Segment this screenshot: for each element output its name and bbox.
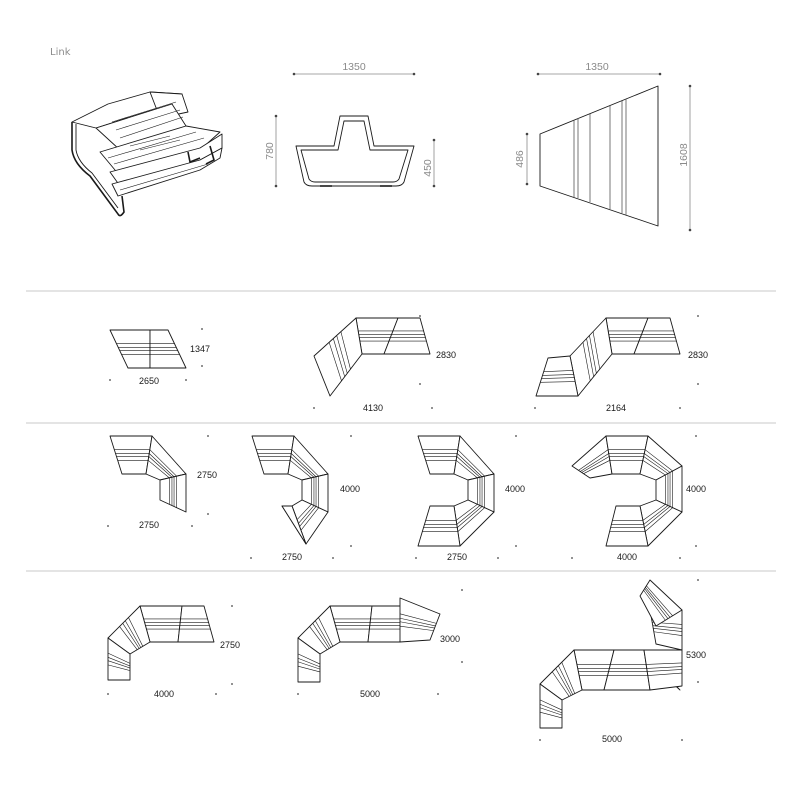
configuration-3: 2830 2164 [534, 315, 708, 413]
product-title: Link [50, 47, 71, 58]
configuration-5-dimension-2: 2750 [282, 552, 302, 562]
configuration-1-dimension-2: 2650 [139, 376, 159, 386]
configuration-2-dimension-2: 4130 [363, 403, 383, 413]
configuration-6: 4000 2750 [415, 435, 525, 562]
configuration-1: 1347 2650 [109, 328, 210, 386]
perspective-view [71, 91, 223, 217]
configuration-2-dimension-1: 2830 [436, 350, 456, 360]
plan-depth-large-label: 1608 [678, 143, 690, 167]
front-elevation: 1350 780 450 [264, 61, 436, 188]
configuration-10-dimension-2: 5000 [602, 734, 622, 744]
plan-depth-small-label: 486 [514, 150, 526, 168]
front-height-label: 780 [264, 142, 276, 160]
plan-view: 1350 486 1608 [514, 61, 692, 232]
configuration-2: 2830 4130 [313, 315, 456, 413]
configuration-9-dimension-1: 3000 [440, 634, 460, 644]
configuration-3-dimension-1: 2830 [688, 350, 708, 360]
configuration-8-dimension-2: 4000 [154, 689, 174, 699]
configuration-9: 3000 5000 [297, 589, 463, 699]
configuration-9-dimension-2: 5000 [360, 689, 380, 699]
configuration-10: 5300 5000 [539, 579, 706, 744]
configuration-4: 2750 2750 [107, 435, 217, 530]
configuration-8-dimension-1: 2750 [220, 640, 240, 650]
configurations: 1347265028304130283021642750275040002750… [107, 315, 708, 744]
configuration-10-dimension-1: 5300 [686, 650, 706, 660]
seat-height-label: 450 [422, 159, 434, 177]
configuration-5: 4000 2750 [250, 435, 360, 562]
configuration-7-dimension-1: 4000 [686, 484, 706, 494]
configuration-7-dimension-2: 4000 [617, 552, 637, 562]
configuration-1-dimension-1: 1347 [190, 344, 210, 354]
plan-width-label: 1350 [585, 61, 609, 73]
configuration-7: 4000 4000 [571, 435, 706, 562]
configuration-4-dimension-1: 2750 [197, 470, 217, 480]
configuration-4-dimension-2: 2750 [139, 520, 159, 530]
configuration-5-dimension-1: 4000 [340, 484, 360, 494]
configuration-6-dimension-2: 2750 [447, 552, 467, 562]
configuration-3-dimension-2: 2164 [606, 403, 626, 413]
configuration-6-dimension-1: 4000 [505, 484, 525, 494]
configuration-8: 2750 4000 [107, 605, 240, 699]
front-width-label: 1350 [342, 61, 366, 73]
